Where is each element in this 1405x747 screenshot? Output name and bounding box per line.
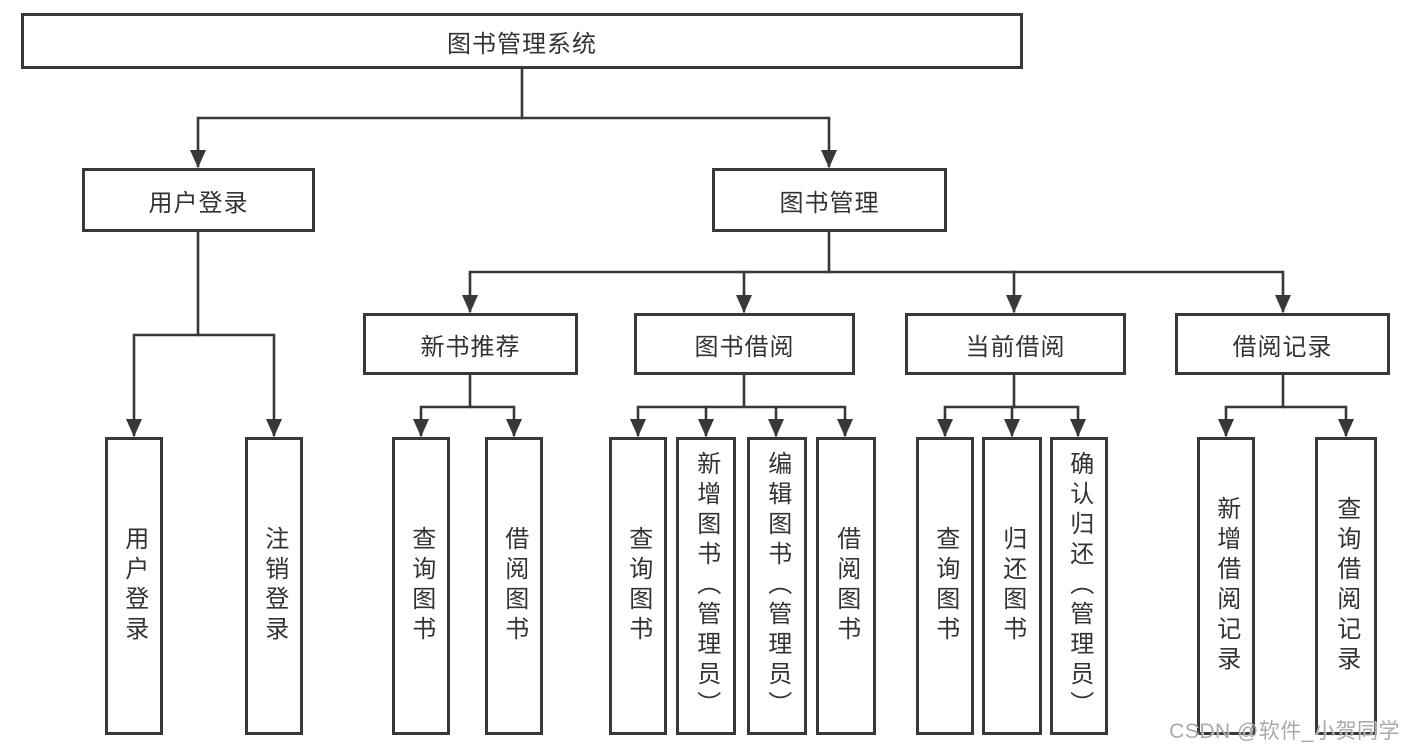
leaf-user-login: 用户登录 — [105, 437, 163, 735]
leaf-records-add-record-label: 新增借阅记录 — [1212, 496, 1240, 676]
connector-line — [827, 270, 1291, 313]
leaf-recommend-borrow-books-label: 借阅图书 — [500, 526, 528, 646]
node-new-book-recommend-label: 新书推荐 — [420, 333, 521, 361]
leaf-current-return-books-label: 归还图书 — [998, 526, 1026, 646]
leaf-current-confirm-return-admin: 确认归还（管理员） — [1050, 437, 1108, 735]
leaf-current-query-books-label: 查询图书 — [931, 526, 959, 646]
node-book-management: 图书管理 — [712, 168, 947, 232]
node-user-login: 用户登录 — [82, 168, 315, 232]
node-user-login-label: 用户登录 — [148, 189, 249, 217]
connector-line — [126, 230, 200, 437]
connector-line — [468, 405, 522, 437]
node-book-management-label: 图书管理 — [779, 189, 880, 217]
connector-line — [937, 373, 1016, 437]
node-library-system: 图书管理系统 — [21, 13, 1023, 69]
node-book-borrow: 图书借阅 — [634, 313, 855, 375]
leaf-borrow-borrow-books-label: 借阅图书 — [832, 526, 860, 646]
leaf-borrow-query-books-label: 查询图书 — [624, 526, 652, 646]
connector-group — [126, 67, 1354, 437]
leaf-current-confirm-return-admin-label: 确认归还（管理员） — [1065, 451, 1093, 721]
connector-line — [630, 373, 746, 437]
leaf-borrow-query-books: 查询图书 — [609, 437, 667, 735]
leaf-records-query-record: 查询借阅记录 — [1315, 437, 1377, 735]
connector-line — [1281, 405, 1354, 437]
leaf-user-login-label: 用户登录 — [120, 526, 148, 646]
node-new-book-recommend: 新书推荐 — [363, 313, 578, 375]
leaf-recommend-query-books: 查询图书 — [392, 437, 450, 735]
watermark-text: CSDN @软件_小贺同学 — [1169, 720, 1400, 743]
leaf-borrow-borrow-books: 借阅图书 — [816, 437, 876, 735]
leaf-current-return-books: 归还图书 — [982, 437, 1042, 735]
leaf-current-query-books: 查询图书 — [916, 437, 974, 735]
node-current-borrow: 当前借阅 — [905, 313, 1126, 375]
node-borrow-records-label: 借阅记录 — [1232, 333, 1333, 361]
leaf-borrow-edit-books-admin-label: 编辑图书（管理员） — [763, 451, 791, 721]
leaf-records-add-record: 新增借阅记录 — [1197, 437, 1255, 735]
connector-line — [742, 405, 853, 437]
connector-line — [1012, 405, 1086, 437]
connector-line — [190, 67, 524, 168]
leaf-borrow-edit-books-admin: 编辑图书（管理员） — [747, 437, 807, 735]
node-book-borrow-label: 图书借阅 — [694, 333, 795, 361]
node-library-system-label: 图书管理系统 — [447, 30, 597, 58]
connector-line — [196, 333, 282, 437]
node-current-borrow-label: 当前借阅 — [965, 333, 1066, 361]
leaf-recommend-query-books-label: 查询图书 — [407, 526, 435, 646]
connector-line — [462, 230, 831, 313]
connector-line — [413, 373, 472, 437]
leaf-logout-login: 注销登录 — [245, 437, 303, 735]
node-borrow-records: 借阅记录 — [1175, 313, 1390, 375]
leaf-logout-login-label: 注销登录 — [260, 526, 288, 646]
leaf-borrow-add-books-admin-label: 新增图书（管理员） — [692, 451, 720, 721]
connector-line — [1218, 373, 1285, 437]
connector-line — [520, 116, 837, 168]
leaf-recommend-borrow-books: 借阅图书 — [485, 437, 543, 735]
leaf-records-query-record-label: 查询借阅记录 — [1332, 496, 1360, 676]
leaf-borrow-add-books-admin: 新增图书（管理员） — [676, 437, 736, 735]
